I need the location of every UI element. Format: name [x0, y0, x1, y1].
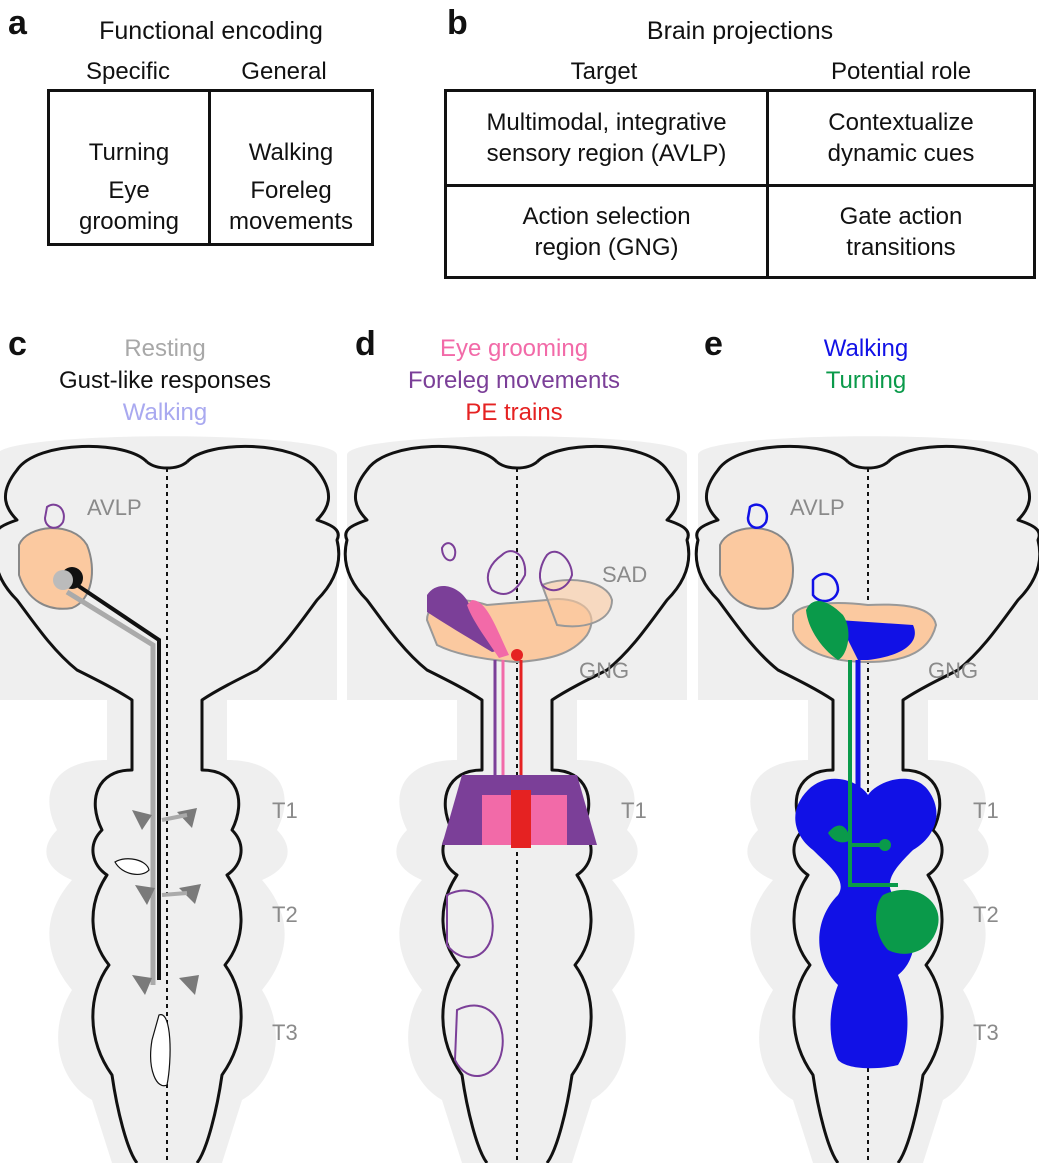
- panel-letter-a: a: [8, 4, 27, 42]
- panel-a-header-specific: Specific: [85, 58, 171, 85]
- avlp-subregion-c: [43, 503, 65, 529]
- label-avlp-e: AVLP: [790, 495, 845, 520]
- cell-text: Eye grooming: [78, 176, 180, 235]
- cell-text: Turning: [88, 139, 170, 166]
- cell-text: Multimodal, integrative sensory region (…: [486, 109, 727, 167]
- cell-foreleg-movements: Foreleg movements: [210, 168, 373, 245]
- label-avlp-c: AVLP: [87, 495, 142, 520]
- label-t2-e: T2: [973, 902, 999, 927]
- panel-letter-c: c: [8, 325, 27, 363]
- label-t1-e: T1: [973, 798, 999, 823]
- functional-encoding-table: Turning Walking Eye grooming Foreleg mov…: [47, 89, 374, 246]
- cns-panel-c: AVLP T1 T2 T3: [0, 434, 341, 1163]
- cell-eye-grooming: Eye grooming: [48, 168, 211, 245]
- cns-panel-e: AVLP GNG T1 T2 T3: [694, 434, 1039, 1163]
- soma-grey: [53, 570, 73, 590]
- sad-region-d: [540, 579, 614, 628]
- panel-b-header-role: Potential role: [830, 58, 972, 85]
- cell-text: Walking: [248, 139, 334, 166]
- t2-turning-fill: [876, 889, 939, 954]
- cell-gng-role: Gate action transitions: [766, 184, 1036, 279]
- vnc-walking-fill: [795, 778, 937, 1069]
- panel-a-title: Functional encoding: [99, 17, 323, 45]
- legend-walking-c: Walking: [122, 399, 208, 426]
- cell-text: Action selection region (GNG): [522, 202, 691, 261]
- panel-b-header-target: Target: [570, 58, 638, 85]
- panel-letter-b: b: [447, 4, 468, 42]
- label-sad-d: SAD: [602, 562, 647, 587]
- cell-avlp-role: Contextualize dynamic cues: [766, 89, 1036, 187]
- panel-a-header-general: General: [241, 58, 327, 85]
- t1-pe-train-fill: [511, 790, 531, 848]
- label-gng-d: GNG: [579, 658, 629, 683]
- cell-gng-target: Action selection region (GNG): [444, 184, 769, 279]
- cell-text: Contextualize dynamic cues: [827, 109, 975, 167]
- panel-letter-e: e: [704, 325, 723, 363]
- cell-text: Foreleg movements: [228, 176, 354, 235]
- label-t2-c: T2: [272, 902, 298, 927]
- legend-resting: Resting: [124, 335, 206, 362]
- legend-walking-e: Walking: [823, 335, 909, 362]
- legend-pe-trains: PE trains: [465, 399, 563, 426]
- legend-turning: Turning: [825, 367, 907, 394]
- cell-walking: Walking: [210, 91, 373, 169]
- avlp-region-e: [719, 527, 794, 610]
- cell-avlp-target: Multimodal, integrative sensory region (…: [444, 89, 769, 187]
- label-gng-e: GNG: [928, 658, 978, 683]
- label-t1-c: T1: [272, 798, 298, 823]
- legend-foreleg-movements: Foreleg movements: [407, 367, 621, 394]
- panel-b-title: Brain projections: [646, 17, 834, 45]
- cns-panel-d: SAD GNG T1: [343, 434, 691, 1163]
- legend-eye-grooming: Eye grooming: [439, 335, 589, 362]
- panel-letter-d: d: [355, 325, 376, 363]
- legend-gust-like-responses: Gust-like responses: [58, 367, 272, 394]
- label-t3-c: T3: [272, 1020, 298, 1045]
- brain-projections-table: Multimodal, integrative sensory region (…: [444, 89, 1036, 279]
- cell-turning: Turning: [48, 90, 211, 168]
- cell-text: Gate action transitions: [839, 202, 963, 261]
- label-t3-e: T3: [973, 1020, 999, 1045]
- label-t1-d: T1: [621, 798, 647, 823]
